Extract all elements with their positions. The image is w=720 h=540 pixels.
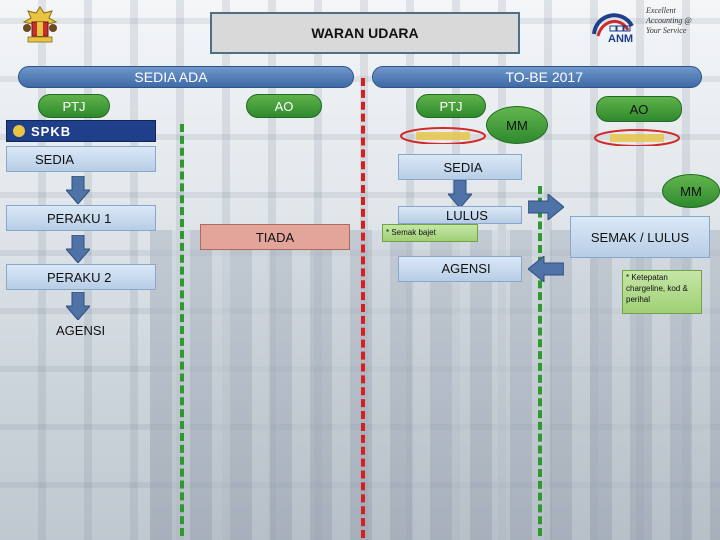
section-bar-current: SEDIA ADA [18,66,354,88]
left-step-agensi: AGENSI [56,323,106,338]
spkb-mini-logo-icon [400,127,486,144]
spkb-logo-text: SPKB [31,123,72,139]
tagline-line: Excellent [646,6,676,15]
arrow-down-icon [448,180,472,208]
divider-center-red [361,78,365,538]
right-step-agensi: AGENSI [398,256,522,282]
spkb-mini-logo-icon [594,129,680,146]
left-ao-status: TIADA [200,224,350,250]
page-title: WARAN UDARA [210,12,520,54]
tagline-line: Your Service [646,26,687,35]
right-ao-pill: AO [596,96,682,122]
right-note-semak-bajet: * Semak bajet [382,224,478,242]
left-step-sedia: SEDIA [6,146,156,172]
right-step-lulus: LULUS [398,206,522,224]
arrow-down-icon [66,235,90,263]
left-step-peraku1: PERAKU 1 [6,205,156,231]
left-step-peraku2: PERAKU 2 [6,264,156,290]
tagline-line: Accounting @ [646,16,692,25]
anm-tagline: Excellent Accounting @ Your Service [646,6,692,36]
left-ao-pill: AO [246,94,322,118]
anm-logo-icon [592,13,634,37]
anm-acronym: ANM [608,33,634,45]
arrow-down-icon [66,292,90,320]
arrow-right-icon [528,194,564,220]
right-mm-action: SEMAK / LULUS [570,216,710,258]
right-mm-note: * Ketepatan chargeline, kod & perihal [622,270,702,314]
section-bar-future: TO-BE 2017 [372,66,702,88]
divider-right-green [538,186,542,536]
right-mm-top: MM [486,106,548,144]
right-step-sedia: SEDIA [398,154,522,180]
coat-of-arms-logo [22,6,58,43]
arrow-down-icon [66,176,90,204]
left-ptj-pill: PTJ [38,94,110,118]
right-ptj-pill: PTJ [416,94,486,118]
spkb-emblem-icon [13,125,25,137]
spkb-logo: SPKB [6,120,156,142]
divider-left-green [180,124,184,536]
right-mm-side: MM [662,174,720,208]
arrow-left-icon [528,256,564,282]
